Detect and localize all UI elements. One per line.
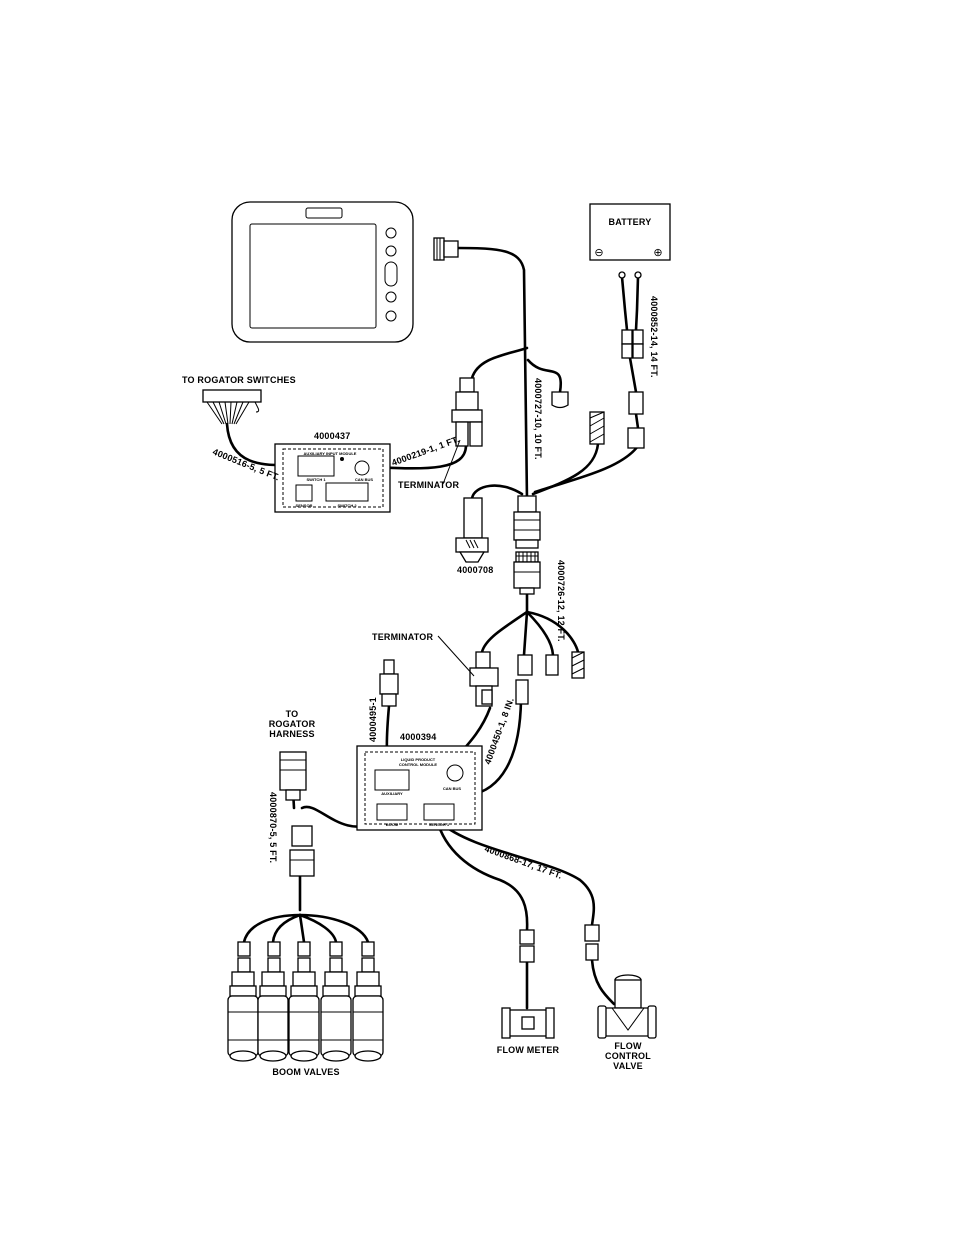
cable-4000868-label: 4000868-17, 17 FT. <box>483 843 563 880</box>
boom-valve-3 <box>288 971 320 1062</box>
upper-terminator-label: TERMINATOR <box>398 480 459 490</box>
battery-label: BATTERY <box>609 217 652 227</box>
aux-module-title: AUXILIARY INPUT MODULE <box>304 451 357 456</box>
boom-valves-label: BOOM VALVES <box>272 1067 339 1077</box>
cable-4000870-label: 4000870-5, 5 FT. <box>268 792 278 863</box>
to-rogator-harness-line-2: ROGATOR <box>269 719 316 729</box>
battery-cable-connector <box>627 391 645 449</box>
cable-4000450-connectors <box>515 654 533 705</box>
lpcm-port-boom-label: BOOM <box>386 822 399 827</box>
lpcm-port-sensor-label: SENSOR 1 <box>429 822 450 827</box>
flow-control-valve <box>597 974 657 1039</box>
part-4000708-connector <box>455 497 489 563</box>
battery-fuse-holders <box>618 271 644 359</box>
lpcm-port-aux-label: AUXILIARY <box>381 791 403 796</box>
boom-valve-2 <box>257 971 289 1062</box>
cable-4000450-label: 4000450-1, 8 IN. <box>482 696 515 765</box>
battery-negative-icon: ⊖ <box>594 247 603 259</box>
battery-positive-icon: ⊕ <box>653 247 662 259</box>
loop-connector <box>551 391 569 409</box>
lpcm-port-can-label: CAN BUS <box>443 786 462 791</box>
flow-control-valve-line-2: CONTROL <box>605 1051 651 1061</box>
display-console <box>231 201 414 343</box>
upper-terminator-assembly <box>451 377 483 447</box>
lpcm-part-number: 4000394 <box>400 732 436 742</box>
part-4000495-label: 4000495-1 <box>368 697 378 742</box>
to-rogator-harness-line-1: TO <box>286 709 299 719</box>
aux-port-switch-label: SWITCH 1 <box>306 477 326 482</box>
boom-valve-1 <box>227 971 259 1062</box>
connectors <box>202 237 645 973</box>
upper-terminator-leader <box>442 439 461 485</box>
rogator-switches-pigtail <box>202 389 262 425</box>
flow-meter <box>501 1007 555 1039</box>
cable-4000852-label: 4000852-14, 14 FT. <box>649 296 659 378</box>
rogator-harness-connector <box>279 751 315 877</box>
boom-valve-5 <box>352 971 384 1062</box>
lpcm-title-line-2: CONTROL MODULE <box>399 762 437 767</box>
cable-4000726-label: 4000726-12, 12 FT. <box>556 560 566 642</box>
flow-control-valve-line-3: VALVE <box>613 1061 643 1071</box>
liquid-product-control-module: LIQUID PRODUCT CONTROL MODULE AUXILIARY … <box>356 745 483 831</box>
battery: BATTERY ⊖ ⊕ <box>589 203 671 261</box>
to-rogator-switches-label: TO ROGATOR SWITCHES <box>182 375 296 385</box>
flow-meter-label: FLOW METER <box>497 1045 560 1055</box>
boom-valves <box>227 971 384 1062</box>
lower-terminator-label: TERMINATOR <box>372 632 433 642</box>
aux-port-switch2-label: SWITCH 2 <box>337 503 357 508</box>
aux-plug-connector <box>545 654 559 676</box>
wiring <box>225 246 640 1010</box>
hatched-cap-lower <box>571 651 585 679</box>
aux-port-sensor-label: SENSOR <box>296 503 313 508</box>
to-rogator-harness-line-3: HARNESS <box>269 729 314 739</box>
display-cable-connector <box>433 237 459 261</box>
aux-port-can-label: CAN BUS <box>355 477 374 482</box>
dust-cap-plug <box>589 411 605 445</box>
boom-valve-connectors <box>237 941 375 973</box>
part-4000495-connector <box>379 659 399 707</box>
auxiliary-input-module: AUXILIARY INPUT MODULE SWITCH 1 CAN BUS … <box>274 443 391 513</box>
boom-valve-4 <box>320 971 352 1062</box>
lower-terminator-leader <box>437 635 475 677</box>
lower-terminator-assembly <box>469 651 499 707</box>
main-trunk-connector <box>513 495 541 595</box>
lpcm-title-line-1: LIQUID PRODUCT <box>401 757 436 762</box>
part-4000708-label: 4000708 <box>457 565 493 575</box>
aux-module-part-number: 4000437 <box>314 431 350 441</box>
cable-4000727-label: 4000727-10, 10 FT. <box>533 378 543 460</box>
flow-control-valve-line-1: FLOW <box>614 1041 642 1051</box>
cable-4000219-label: 4000219-1, 1 FT. <box>390 434 460 468</box>
flow-sensor-connectors <box>519 924 600 963</box>
